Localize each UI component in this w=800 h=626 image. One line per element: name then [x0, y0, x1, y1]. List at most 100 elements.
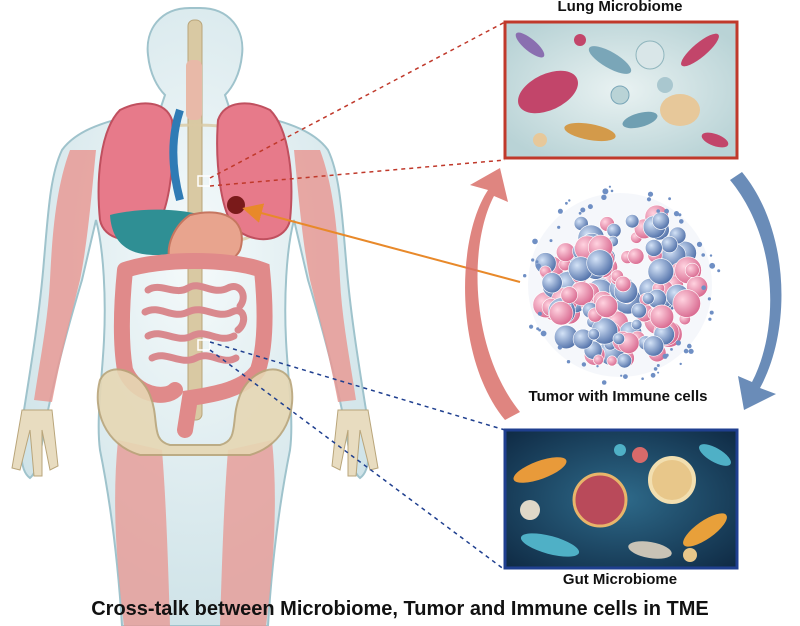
immune-particle	[602, 188, 609, 195]
tumor-cell	[593, 354, 604, 366]
immune-particle	[536, 327, 540, 331]
left-leg-muscle	[115, 440, 170, 626]
cycle-arrows	[465, 168, 782, 420]
tumor-cell	[652, 211, 670, 230]
lung-connector-bottom	[209, 159, 506, 187]
immune-particle	[568, 199, 571, 202]
gut-bacteria	[513, 444, 731, 562]
tumor-immune-label: Tumor with Immune cells	[528, 388, 708, 405]
immune-particle	[532, 238, 538, 245]
immune-particle	[717, 269, 721, 273]
tumor-cell	[548, 301, 574, 326]
human-body-illustration	[11, 7, 379, 626]
immune-particle	[670, 348, 673, 351]
tumor-cell	[606, 223, 622, 238]
immune-particle	[687, 343, 692, 349]
immune-particle	[657, 371, 660, 374]
immune-particle	[535, 260, 539, 264]
immune-particle	[537, 311, 542, 316]
tumor-cell	[647, 258, 674, 285]
immune-particle	[701, 285, 706, 291]
immune-particle	[608, 185, 612, 188]
tumor-cell	[631, 319, 643, 331]
immune-particle	[523, 274, 527, 278]
immune-particle	[707, 297, 712, 301]
tumor-cell	[560, 286, 578, 304]
immune-particle	[708, 317, 712, 321]
immune-particle	[679, 362, 682, 366]
tumor-cell	[612, 332, 625, 345]
immune-particle	[623, 374, 628, 379]
aorta	[169, 108, 184, 202]
tumor-cell	[616, 353, 632, 369]
immune-particle	[531, 258, 535, 262]
immune-particle	[664, 208, 669, 214]
immune-particle	[679, 219, 684, 224]
gut-connector-bottom	[209, 349, 506, 571]
immune-particle	[557, 225, 561, 229]
tumor-cell	[649, 304, 675, 329]
immune-particle	[709, 254, 713, 257]
tumor-cell	[594, 294, 618, 318]
right-arm-muscle	[294, 150, 356, 402]
tumor-cell	[627, 247, 645, 265]
immune-particle	[565, 201, 568, 205]
tumor-cell	[587, 328, 600, 341]
immune-particle	[580, 207, 586, 213]
tumor-cell	[615, 275, 632, 293]
immune-particle	[581, 362, 587, 367]
immune-particle	[668, 197, 671, 201]
immune-particle	[529, 326, 533, 329]
right-leg-muscle	[220, 440, 275, 626]
immune-particle	[587, 204, 593, 210]
immune-particle	[656, 364, 660, 367]
tumor-cell	[606, 355, 618, 367]
immune-particle	[549, 239, 553, 243]
tumor-cell	[660, 236, 678, 254]
tumor-cell	[586, 249, 614, 277]
immune-particle	[596, 365, 599, 368]
immune-particle	[675, 340, 682, 346]
immune-particle	[601, 380, 607, 385]
tumor-cell	[642, 335, 664, 357]
immune-particle	[610, 189, 614, 193]
immune-particle	[656, 209, 660, 213]
connector-lines	[209, 21, 506, 571]
immune-particle	[578, 211, 582, 215]
immune-particle	[701, 253, 705, 257]
trachea	[186, 60, 202, 120]
tumor-cell	[642, 292, 655, 305]
immune-particle	[540, 330, 547, 337]
blue-cycle-arrow	[730, 172, 782, 410]
tumor-cell	[672, 289, 701, 318]
immune-particle	[650, 372, 656, 378]
immune-particle	[557, 345, 563, 350]
lung-tumor-spot	[227, 196, 245, 214]
pelvis	[96, 368, 294, 456]
immune-particle	[696, 241, 703, 247]
immune-particle	[641, 377, 644, 381]
immune-particle	[688, 348, 694, 354]
lung-connector-top	[209, 21, 506, 179]
immune-particle	[683, 348, 689, 354]
tumor-cell	[684, 262, 700, 278]
lung-bacteria	[515, 32, 729, 148]
gut-microbiome-panel	[503, 428, 739, 570]
immune-particle	[709, 262, 716, 269]
gut-microbiome-label: Gut Microbiome	[562, 571, 678, 588]
red-cycle-arrow	[465, 168, 520, 420]
immune-particle	[566, 360, 571, 364]
left-arm-muscle	[34, 150, 96, 402]
left-hand	[11, 409, 59, 477]
tumor-cell	[541, 272, 563, 294]
immune-particle	[653, 367, 658, 371]
tumor-cell	[631, 302, 647, 319]
immune-particle	[673, 211, 680, 217]
tumor-cluster	[523, 185, 721, 385]
immune-particle	[646, 197, 652, 202]
right-hand	[331, 409, 379, 477]
immune-particle	[557, 208, 563, 214]
gut-connector-top	[209, 341, 506, 431]
immune-particle	[647, 191, 654, 197]
